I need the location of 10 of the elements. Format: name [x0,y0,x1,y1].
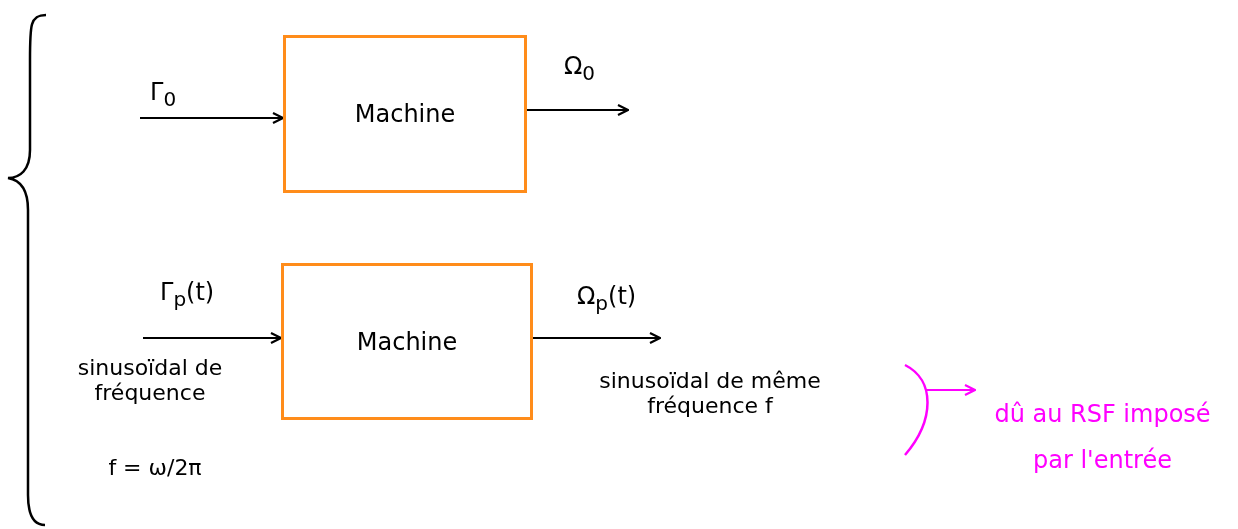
box-label: Machine [354,100,456,128]
box-label: Machine [356,327,458,356]
note-text: dû au RSF imposé par l'entrée [993,398,1212,476]
arrow [143,331,283,345]
process-box [283,35,527,193]
arrow [925,383,977,397]
arrow [140,111,285,125]
process-box [281,263,533,420]
arrow [527,103,630,117]
arrow [533,331,662,345]
